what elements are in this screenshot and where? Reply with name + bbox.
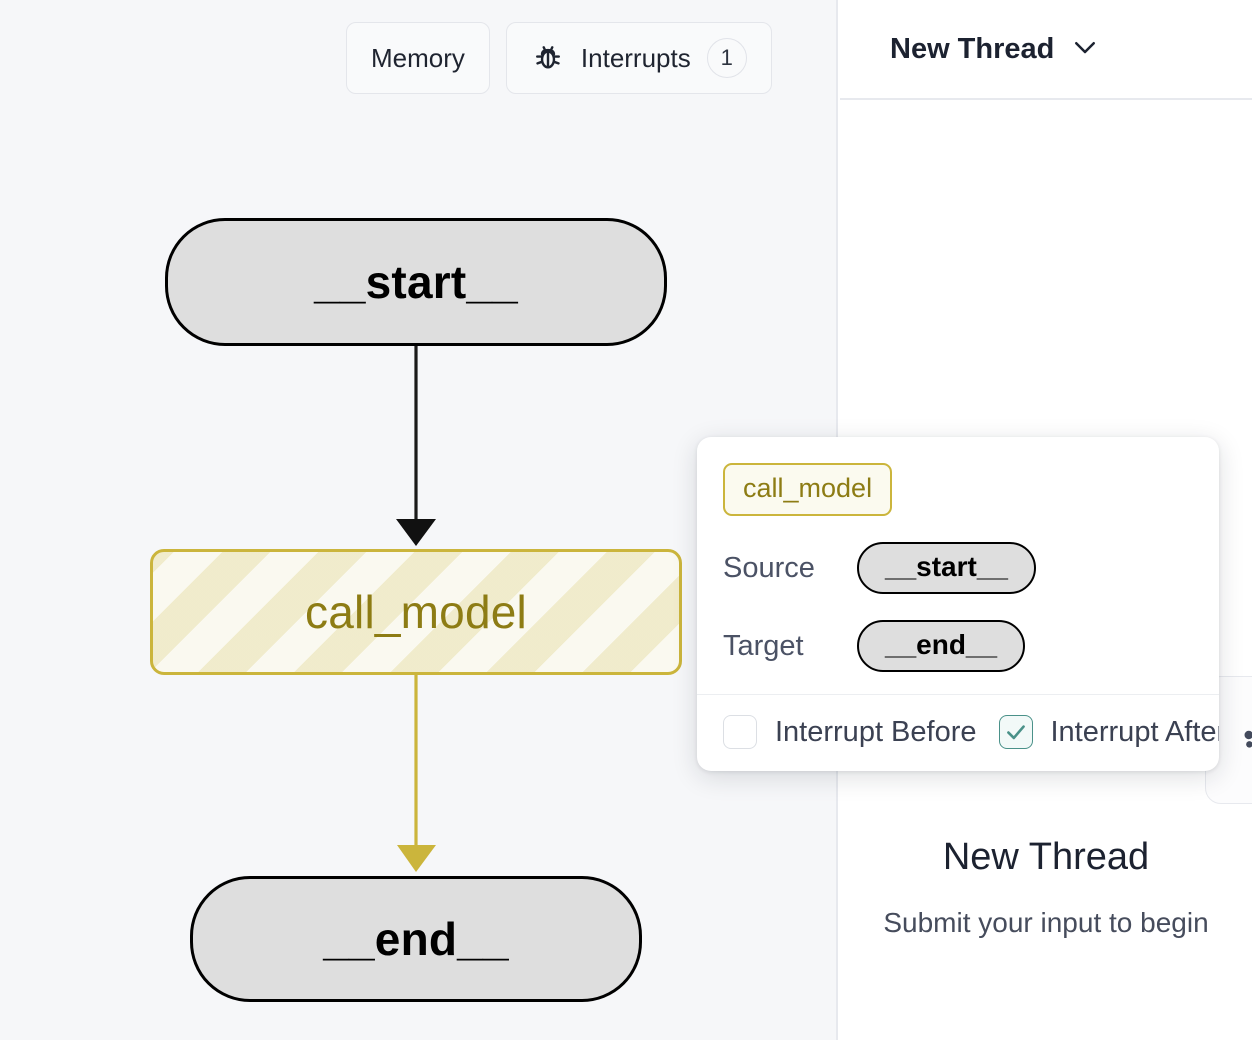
thread-empty-subtext: Submit your input to begin xyxy=(883,907,1209,938)
bug-icon xyxy=(531,41,565,75)
graph-node-call-model[interactable]: call_model xyxy=(150,549,682,675)
source-value-pill[interactable]: __start__ xyxy=(857,542,1036,594)
node-detail-source-row: Source __start__ xyxy=(723,542,1193,594)
interrupts-count-badge: 1 xyxy=(706,38,747,78)
thread-empty-heading: New Thread xyxy=(942,836,1150,878)
interrupts-button-label: Interrupts xyxy=(580,43,691,73)
thread-empty-state: New Thread Submit your input to begin xyxy=(840,836,1252,939)
node-detail-chip[interactable]: call_model xyxy=(723,463,893,516)
node-detail-popup: call_model Source __start__ Target __end… xyxy=(697,437,1219,771)
graph-node-start[interactable]: __start__ xyxy=(165,218,667,346)
node-detail-footer: Interrupt Before Interrupt After xyxy=(697,694,1219,771)
chevron-down-icon[interactable] xyxy=(1070,32,1100,67)
interrupt-after-label: Interrupt After xyxy=(1050,715,1220,748)
memory-button[interactable]: Memory xyxy=(346,22,490,94)
target-label: Target xyxy=(723,629,804,662)
dots-icon xyxy=(1240,725,1252,755)
thread-title[interactable]: New Thread xyxy=(890,32,1055,65)
interrupt-before-box[interactable] xyxy=(723,715,757,749)
interrupts-button[interactable]: Interrupts 1 xyxy=(505,22,772,94)
target-value-pill[interactable]: __end__ xyxy=(857,620,1026,672)
interrupt-before-checkbox[interactable]: Interrupt Before xyxy=(723,715,977,749)
interrupt-after-box[interactable] xyxy=(998,715,1033,749)
check-icon xyxy=(1006,725,1025,740)
graph-node-call-model-label: call_model xyxy=(305,586,527,638)
edge-start-arrowhead xyxy=(396,519,436,546)
graph-toolbar: Memory Interrupts 1 xyxy=(346,22,772,94)
node-detail-target-row: Target __end__ xyxy=(723,620,1193,672)
graph-node-start-label: __start__ xyxy=(314,256,518,308)
graph-node-end[interactable]: __end__ xyxy=(190,876,642,1002)
interrupt-before-label: Interrupt Before xyxy=(775,715,977,748)
thread-header: New Thread xyxy=(840,0,1252,100)
memory-button-label: Memory xyxy=(371,43,465,73)
source-label: Source xyxy=(723,551,815,584)
interrupt-after-checkbox[interactable]: Interrupt After xyxy=(998,715,1220,749)
node-detail-body: call_model Source __start__ Target __end… xyxy=(697,437,1219,694)
graph-node-end-label: __end__ xyxy=(323,913,509,965)
edge-call-model-arrowhead xyxy=(397,845,436,872)
